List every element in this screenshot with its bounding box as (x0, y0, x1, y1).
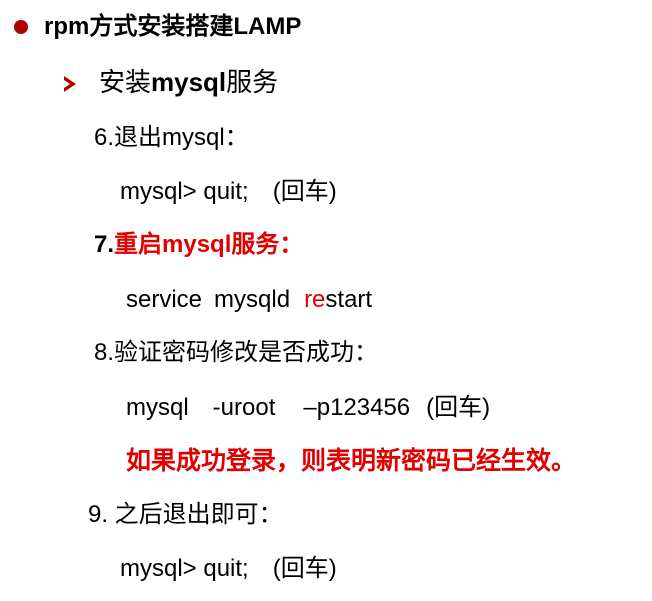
step7-cmd-re: re (304, 286, 326, 313)
section-title-suffix: 服务 (226, 67, 279, 97)
step9-command: mysql> quit; (120, 555, 249, 582)
bullet-dot (14, 20, 28, 34)
step8-command-line: mysql -uroot –p123456 (回车) (126, 396, 490, 420)
step7-command-line: service mysqld restart (126, 288, 372, 312)
step7-cmd-service: service (126, 286, 203, 313)
step7-number: 7. (94, 231, 115, 258)
step8-success-message: 如果成功登录，则表明新密码已经生效。 (126, 447, 577, 475)
step6-note: (回车) (272, 178, 337, 205)
slide-title: rpm方式安装搭建LAMP (44, 13, 302, 40)
arrow-bullet-icon (64, 76, 76, 92)
step7-heading: 重启mysql服务： (114, 231, 304, 258)
step8-cmd-user: -uroot (212, 394, 276, 421)
step8-note: (回车) (426, 394, 491, 421)
step9-command-line: mysql> quit; (回车) (120, 557, 337, 581)
step9-heading: 9. 之后退出即可： (88, 501, 283, 528)
step7-cmd-mysqld: mysqld (214, 286, 291, 313)
section-title: 安装mysql服务 (99, 69, 278, 95)
step7-cmd-start: start (325, 286, 373, 313)
step8-cmd-mysql: mysql (126, 394, 189, 421)
step8-heading: 8.验证密码修改是否成功： (94, 339, 379, 366)
step6-command-line: mysql> quit; (回车) (120, 180, 337, 204)
step9-note: (回车) (272, 555, 337, 582)
step7-heading-line: 7.重启mysql服务： (94, 233, 303, 257)
step8-cmd-pass: –p123456 (303, 394, 411, 421)
section-title-prefix: 安装 (99, 67, 152, 97)
section-title-bold: mysql (151, 67, 227, 97)
step6-command: mysql> quit; (120, 178, 249, 205)
step6-heading: 6.退出mysql： (94, 124, 249, 151)
